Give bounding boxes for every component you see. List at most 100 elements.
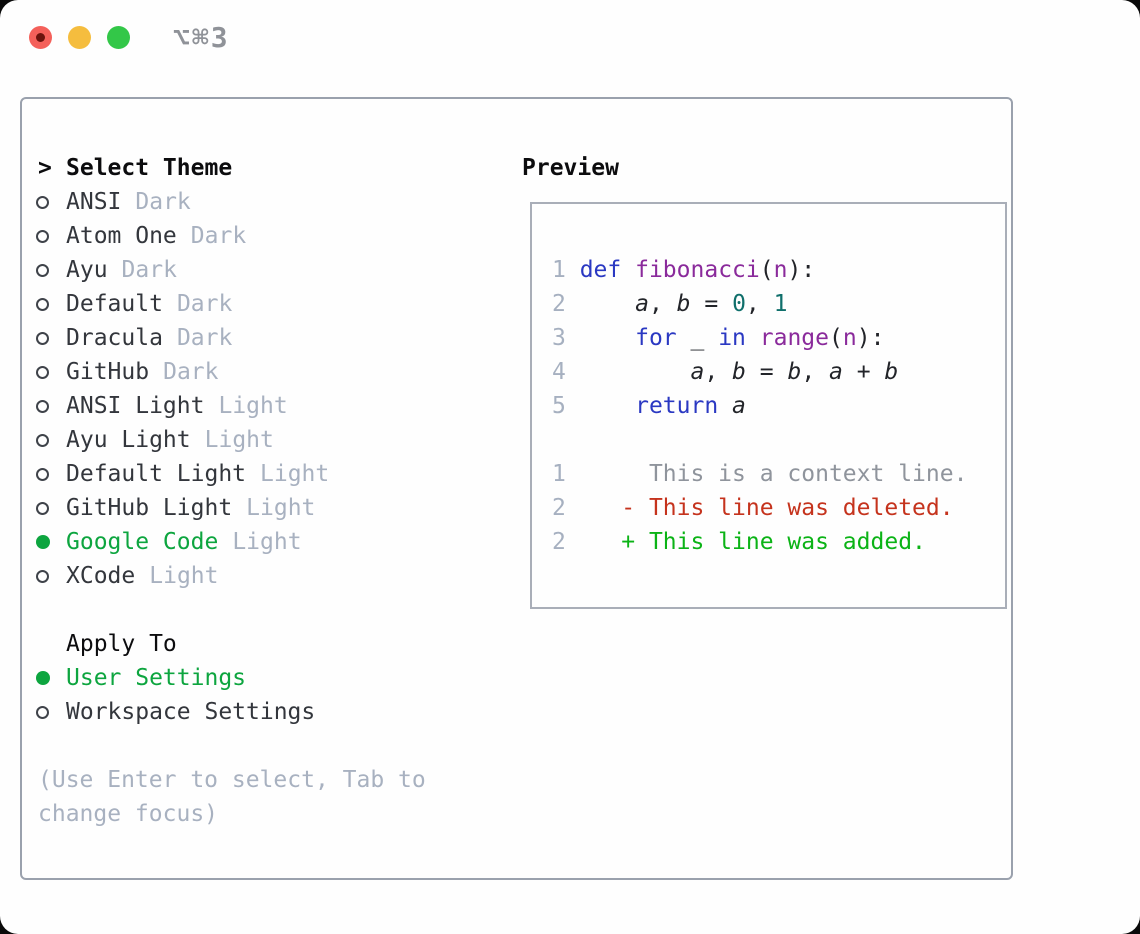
hint-line-1: (Use Enter to select, Tab to [38,767,426,793]
radio-icon [36,297,49,311]
code-token [580,529,622,555]
bullet [34,263,66,277]
code-token: ( [759,257,774,283]
option-label: ANSI Light [66,393,205,419]
bullet [34,229,66,243]
theme-option-default-light[interactable]: Default Light Light [34,457,494,491]
option-label: Default [66,291,163,317]
code-token: in [718,325,746,351]
radio-selected-icon [36,535,50,549]
bullet [34,501,66,515]
theme-option-ayu[interactable]: Ayu Dark [34,253,494,287]
radio-icon [36,467,49,481]
code-token [746,325,760,351]
theme-variant-label: Dark [135,189,191,215]
apply-to-title: Apply To [66,631,177,657]
bullet [34,671,66,685]
theme-variant-label: Light [204,427,274,453]
apply-option-workspace-settings[interactable]: Workspace Settings [34,695,494,729]
code-token: range [759,325,829,351]
preview-line: 2 a, b = 0, 1 [552,287,1005,321]
option-label: Workspace Settings [66,699,316,725]
apply-option-user-settings[interactable]: User Settings [34,661,494,695]
theme-variant-label: Dark [190,223,247,249]
code-token: = [690,291,733,317]
line-number: 3 [552,325,580,351]
preview-column: Preview 1 def fibonacci(n):2 a, b = 0, 1… [502,151,1007,609]
code-token: b [732,359,746,385]
code-token [580,359,691,385]
minimize-button[interactable] [68,25,91,49]
option-label: GitHub Light [66,495,233,521]
bullet [34,705,66,719]
bullet [34,399,66,413]
preview-line: 3 for _ in range(n): [552,321,1005,355]
zoom-button[interactable] [107,25,130,49]
theme-option-ansi-light[interactable]: ANSI Light Light [34,389,494,423]
option-label: Ayu [66,257,108,283]
code-token: a [635,291,649,317]
theme-option-ansi[interactable]: ANSI Dark [34,185,494,219]
option-label: Default Light [66,461,247,487]
code-token: _ [676,325,719,351]
code-token [580,393,635,419]
option-label: Google Code [66,529,219,555]
code-token: b [676,291,691,317]
code-token: 0 [732,291,746,317]
window-title: ⌥⌘3 [173,20,230,54]
option-label: Dracula [66,325,163,351]
radio-icon [36,569,49,583]
theme-option-default[interactable]: Default Dark [34,287,494,321]
radio-icon [36,501,49,515]
hint-line-2: change focus) [38,801,219,827]
code-token: def [579,257,622,283]
bullet [34,297,66,311]
option-label: GitHub [66,359,150,385]
unsaved-dot-icon [36,32,45,42]
code-token: n [842,325,857,351]
line-number: 5 [552,393,580,419]
radio-icon [36,195,49,209]
radio-icon [36,229,49,243]
code-token: ): [787,257,816,283]
code-token: a [829,359,843,385]
theme-variant-label: Dark [176,291,233,317]
preview-blank-line [552,423,1005,457]
theme-variant-label: Light [260,461,330,487]
spacer [34,729,494,763]
select-theme-title: Select Theme [66,155,233,181]
theme-variant-label: Light [218,393,288,419]
line-number: 1 [552,257,580,283]
code-token: n [773,257,788,283]
code-token [580,291,635,317]
theme-option-ayu-light[interactable]: Ayu Light Light [34,423,494,457]
option-label: User Settings [66,665,247,691]
code-token [580,325,635,351]
theme-variant-label: Dark [121,257,177,283]
code-token: This is a context line. [579,461,968,487]
code-token: a [732,393,746,419]
code-token: = [745,359,788,385]
option-label: Ayu Light [66,427,191,453]
preview-line: 1 def fibonacci(n): [552,253,1005,287]
radio-icon [36,365,49,379]
preview-title: Preview [522,155,619,181]
bullet [34,331,66,345]
bullet [34,535,66,549]
option-label: ANSI [66,189,122,215]
code-token: - This line was deleted. [621,495,954,521]
close-button[interactable] [29,25,52,49]
preview-line: 5 return a [552,389,1005,423]
radio-selected-icon [36,671,50,685]
